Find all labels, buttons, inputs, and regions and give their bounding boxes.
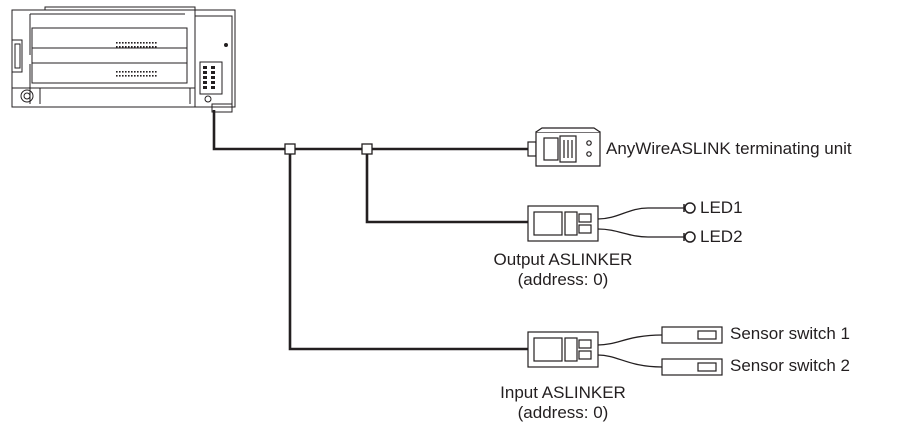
sensor-switch-icon (661, 326, 723, 376)
plc-led-dot (137, 42, 139, 44)
plc-led-dot (125, 42, 127, 44)
plc-led-dot (140, 75, 142, 77)
led2-label: LED2 (700, 227, 743, 246)
plc-unit-icon (11, 6, 236, 113)
plc-led-dot (152, 46, 154, 48)
plc-led-rows (116, 42, 157, 77)
plc-led-dot (149, 46, 151, 48)
plc-led-dot (155, 46, 157, 48)
plc-led-dot (128, 42, 130, 44)
plc-led-dot (131, 75, 133, 77)
plc-led-dot (122, 71, 124, 73)
plc-led-dot (134, 75, 136, 77)
plc-led-dot (155, 71, 157, 73)
output-aslinker-address: (address: 0) (517, 270, 609, 289)
output-aslinker-icon (527, 205, 599, 242)
plc-led-dot (131, 71, 133, 73)
plc-led-dot (122, 46, 124, 48)
plc-led-dot (143, 46, 145, 48)
plc-led-dot (131, 46, 133, 48)
plc-led-dot (134, 46, 136, 48)
input-aslinker-name: Input ASLINKER (500, 383, 626, 402)
plc-led-dot (128, 75, 130, 77)
sensor-switch-2-label: Sensor switch 2 (730, 356, 850, 375)
output-wires (597, 207, 684, 238)
plc-led-dot (146, 71, 148, 73)
trunk-cable (212, 110, 528, 351)
plc-led-dot (149, 71, 151, 73)
plc-led-dot (122, 75, 124, 77)
input-wires (597, 334, 663, 368)
led1-label: LED1 (700, 198, 743, 217)
plc-led-dot (146, 46, 148, 48)
terminating-unit-label: AnyWireASLINK terminating unit (606, 139, 852, 158)
plc-led-dot (122, 42, 124, 44)
plc-led-dot (149, 75, 151, 77)
plc-led-dot (116, 42, 118, 44)
led-icon (683, 202, 696, 243)
plc-led-dot (146, 75, 148, 77)
plc-led-dot (119, 71, 121, 73)
plc-led-dot (140, 71, 142, 73)
plc-led-dot (134, 71, 136, 73)
plc-led-dot (140, 42, 142, 44)
terminating-unit-icon (527, 127, 601, 167)
plc-led-dot (119, 46, 121, 48)
plc-led-dot (143, 42, 145, 44)
plc-led-dot (125, 71, 127, 73)
plc-led-dot (155, 42, 157, 44)
plc-led-dot (116, 46, 118, 48)
plc-led-dot (116, 75, 118, 77)
plc-led-dot (125, 46, 127, 48)
branch-connector-icon (284, 143, 373, 155)
plc-led-dot (137, 75, 139, 77)
sensor-switch-1-label: Sensor switch 1 (730, 324, 850, 343)
plc-led-dot (116, 71, 118, 73)
plc-led-dot (125, 75, 127, 77)
input-aslinker-address: (address: 0) (517, 403, 609, 422)
plc-led-dot (137, 71, 139, 73)
plc-terminal-block (203, 66, 215, 89)
plc-led-dot (128, 46, 130, 48)
plc-led-dot (119, 75, 121, 77)
plc-led-dot (152, 42, 154, 44)
plc-led-dot (119, 42, 121, 44)
plc-led-dot (152, 75, 154, 77)
plc-led-dot (128, 71, 130, 73)
plc-led-dot (146, 42, 148, 44)
input-aslinker-icon (527, 331, 599, 368)
plc-led-dot (155, 75, 157, 77)
plc-led-dot (143, 71, 145, 73)
plc-led-dot (143, 75, 145, 77)
output-aslinker-name: Output ASLINKER (493, 250, 633, 269)
plc-led-dot (131, 42, 133, 44)
plc-led-dot (152, 71, 154, 73)
plc-led-dot (140, 46, 142, 48)
plc-led-dot (134, 42, 136, 44)
plc-led-dot (137, 46, 139, 48)
plc-led-dot (149, 42, 151, 44)
